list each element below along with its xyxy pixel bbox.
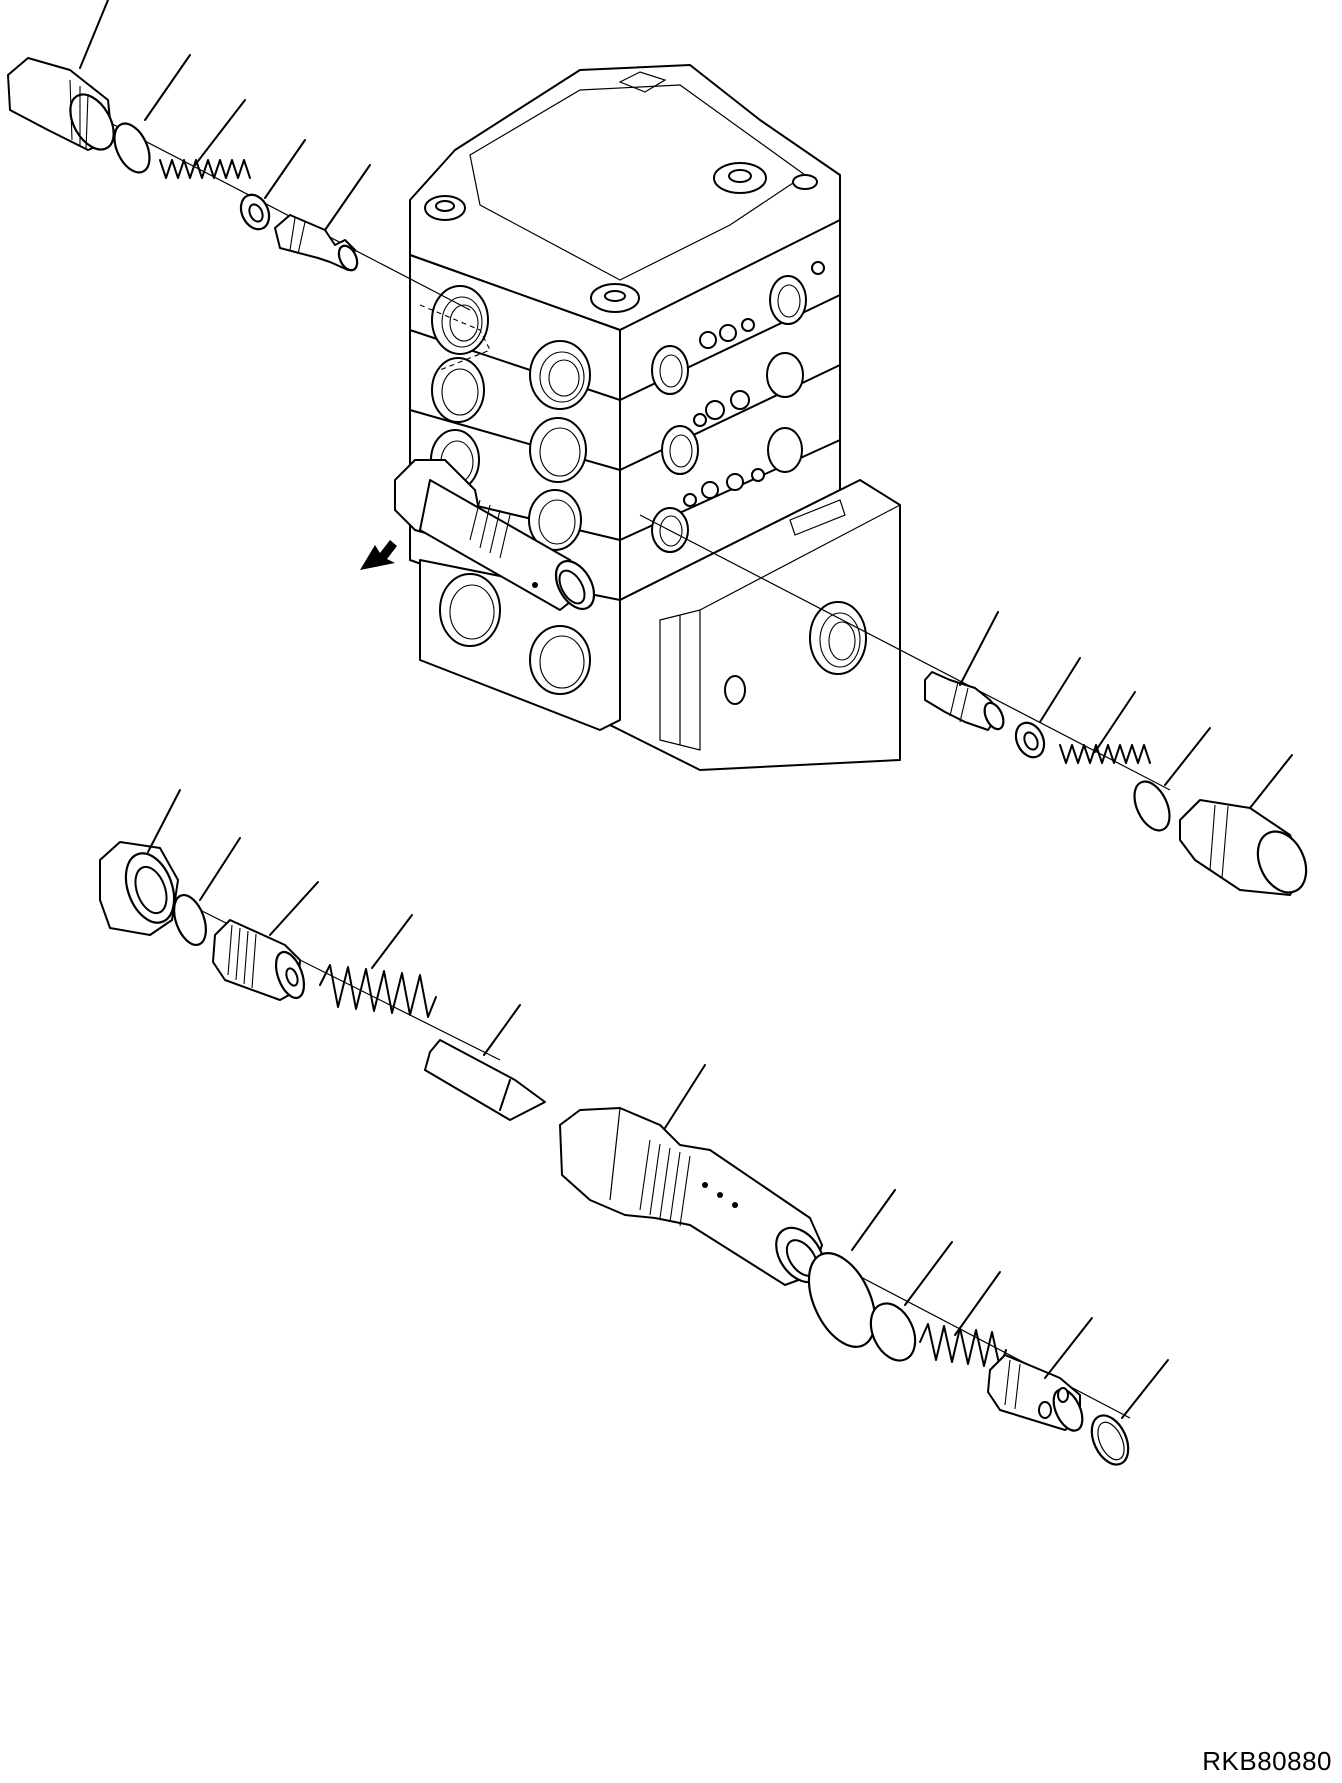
plug — [7, 57, 115, 151]
piston — [987, 1354, 1084, 1432]
o-ring — [113, 122, 151, 174]
o-ring — [173, 894, 207, 946]
control-valve-body — [409, 64, 901, 771]
o-ring — [1133, 780, 1171, 832]
spring — [919, 1323, 1007, 1369]
relief-valve-parts — [99, 789, 1169, 1466]
spring — [319, 964, 437, 1018]
o-ring — [807, 1252, 877, 1348]
location-arrow — [360, 540, 397, 570]
o-ring — [869, 1302, 917, 1362]
spring — [1059, 744, 1151, 764]
pilot-poppet — [424, 1039, 546, 1121]
washer — [239, 193, 271, 231]
spring — [159, 159, 251, 179]
upper-left-parts — [7, 0, 471, 311]
figure-reference-code: RKB80880 — [1202, 1746, 1332, 1776]
poppet — [274, 214, 359, 272]
washer — [1014, 721, 1046, 759]
adjusting-screw — [212, 919, 306, 1001]
installed-relief-valve — [394, 459, 596, 611]
plug — [1179, 799, 1308, 896]
right-parts — [639, 514, 1308, 896]
lock-nut — [99, 841, 179, 936]
snap-ring — [1090, 1414, 1130, 1466]
poppet — [924, 671, 1005, 731]
relief-valve-body — [559, 1107, 825, 1286]
